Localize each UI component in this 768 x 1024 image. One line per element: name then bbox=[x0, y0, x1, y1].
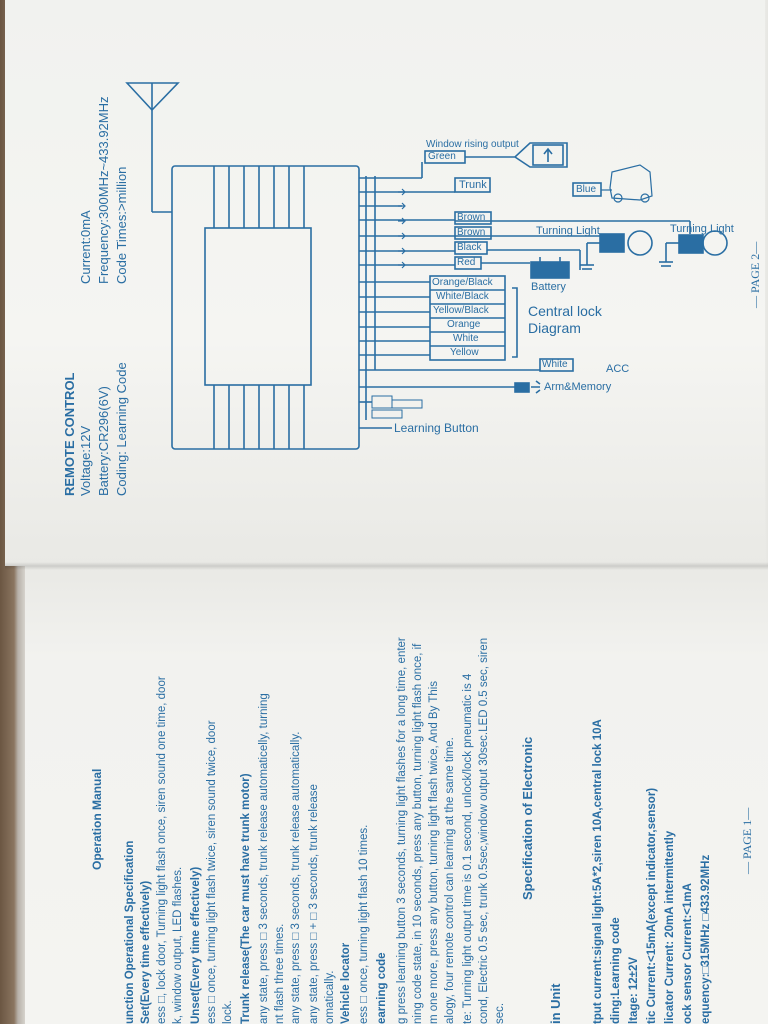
lock-wire-5: Yellow bbox=[450, 347, 479, 358]
window-icon bbox=[465, 142, 568, 168]
lock-wire-2: Yellow/Black bbox=[433, 305, 489, 316]
manual-line: Trunk release(The car must have trunk mo… bbox=[240, 773, 252, 1024]
antenna-icon bbox=[125, 82, 180, 213]
manual-line: any state, press □ 3 seconds, trunk rele… bbox=[290, 731, 302, 1024]
spec-line: tic Current:<15mA(except indicator,senso… bbox=[646, 787, 658, 1024]
page-fold bbox=[5, 562, 768, 570]
lock-wire-3: Orange bbox=[447, 319, 481, 330]
manual-line: ess □ once, turning light flash 10 times… bbox=[358, 824, 370, 1024]
blue-label: Blue bbox=[576, 184, 597, 195]
manual-line: Set(Every time effectively) bbox=[140, 880, 152, 1024]
wiring-diagram bbox=[125, 82, 728, 450]
spec-line: tput current:signal light:5A*2,siren 10A… bbox=[592, 719, 604, 1024]
led-icon bbox=[514, 380, 541, 394]
manual-line: ess □, lock door, Turning light flash on… bbox=[156, 676, 168, 1024]
turning-light-label-2: Turning Light bbox=[670, 223, 734, 235]
page-number-2: — PAGE 2— bbox=[748, 242, 763, 308]
brown-label-2: Brown bbox=[457, 227, 486, 238]
manual-line: g press learning button 3 seconds, turni… bbox=[396, 637, 408, 1024]
manual-line: earning code bbox=[376, 952, 388, 1024]
manual-line: te: Turning light output time is 0.1 sec… bbox=[462, 673, 474, 1024]
polarity-markers bbox=[398, 188, 406, 269]
frequency-spec: Frequency:300MHz~433.92MHz bbox=[96, 96, 111, 284]
unit-title: in Unit bbox=[548, 983, 563, 1024]
battery-label: Battery bbox=[531, 281, 566, 293]
arm-memory-label: Arm&Memory bbox=[544, 381, 612, 393]
spec-line: equency:□315MHz □433.92MHz bbox=[700, 854, 712, 1024]
brown-label-1: Brown bbox=[457, 212, 486, 223]
control-unit bbox=[171, 165, 360, 450]
learning-button-icon bbox=[371, 395, 423, 419]
green-label: Green bbox=[428, 151, 456, 162]
red-label: Red bbox=[457, 257, 476, 268]
spec-line: ock sensor Current:<1mA bbox=[682, 883, 694, 1024]
page-1 bbox=[25, 566, 768, 1024]
turning-light-icon-2 bbox=[455, 220, 728, 267]
turning-light-label-1: Turning Light bbox=[536, 225, 600, 237]
window-output-label: Window rising output bbox=[426, 139, 519, 150]
manual-line: ess □ once, turning light flash twice, s… bbox=[206, 720, 218, 1024]
manual-line: k, window output, LED flashes. bbox=[172, 866, 184, 1024]
manual-line: any state, press □ + □ 3 seconds, trunk … bbox=[308, 784, 320, 1024]
spec-title: Specification of Electronic bbox=[520, 736, 535, 900]
spec-line: ding:Learning code bbox=[610, 917, 622, 1024]
manual-line: nt flash three times. bbox=[274, 923, 286, 1024]
manual-line: Unset(Every time effectively) bbox=[190, 866, 202, 1024]
code-times-spec: Code Times:>million bbox=[114, 166, 129, 284]
manual-line: any state, press □ 3 seconds, trunk rele… bbox=[258, 693, 270, 1024]
central-lock-diagram-label: Diagram bbox=[528, 320, 581, 336]
lock-wire-4: White bbox=[453, 333, 479, 344]
operation-manual-title-block: Operation Manual bbox=[90, 769, 104, 870]
spec-line: licator Current: 20mA intermittently bbox=[664, 830, 676, 1024]
manual-line: omatically. bbox=[324, 970, 336, 1024]
coding-spec: Coding: Learning Code bbox=[114, 362, 129, 496]
manual-line: ning code state, in 10 seconds, press an… bbox=[412, 643, 424, 1024]
remote-control-title: REMOTE CONTROL bbox=[62, 372, 77, 497]
manual-title: Operation Manual bbox=[90, 768, 104, 870]
manual-line: lock. bbox=[222, 1000, 234, 1024]
lock-wire-1: White/Black bbox=[436, 291, 489, 302]
manual-line: m one more, press any button, turning li… bbox=[428, 680, 440, 1024]
acc-label: ACC bbox=[606, 363, 630, 375]
manual-line: cond, Electric 0.5 sec, trunk 0.5sec,win… bbox=[478, 637, 490, 1024]
manual-line: unction Operational Specification bbox=[124, 840, 136, 1024]
central-lock-label: Central lock bbox=[528, 303, 602, 319]
wire-harness bbox=[359, 162, 540, 429]
spec-line: ltage: 12±2V bbox=[628, 956, 640, 1024]
black-label: Black bbox=[457, 242, 482, 253]
page-1-label: — PAGE 1— bbox=[740, 807, 754, 874]
page-number-1: — PAGE 1— bbox=[740, 808, 755, 874]
car-icon bbox=[601, 164, 653, 203]
voltage-spec: Voltage:12V bbox=[78, 425, 93, 496]
page-2-label: — PAGE 2— bbox=[748, 241, 762, 308]
battery-spec: Battery:CR296(6V) bbox=[96, 386, 111, 496]
manual-line: sec. bbox=[494, 1002, 506, 1024]
battery-icon bbox=[481, 249, 581, 279]
turning-light-icon-1 bbox=[455, 230, 653, 270]
unit-heading-block: in Unit bbox=[548, 984, 563, 1024]
spec-heading-block: Specification of Electronic bbox=[520, 737, 535, 900]
page-2 bbox=[5, 0, 765, 566]
learning-button-label: Learning Button bbox=[394, 421, 479, 435]
trunk-label: Trunk bbox=[459, 179, 487, 191]
wire-labels bbox=[424, 150, 602, 372]
lock-wire-0: Orange/Black bbox=[432, 277, 493, 288]
white-acc-wire-label: White bbox=[542, 359, 568, 370]
manual-line: Vehicle locator bbox=[340, 942, 352, 1024]
current-spec: Current:0mA bbox=[78, 210, 93, 284]
manual-line: alogy, four remote control can learning … bbox=[444, 737, 456, 1024]
